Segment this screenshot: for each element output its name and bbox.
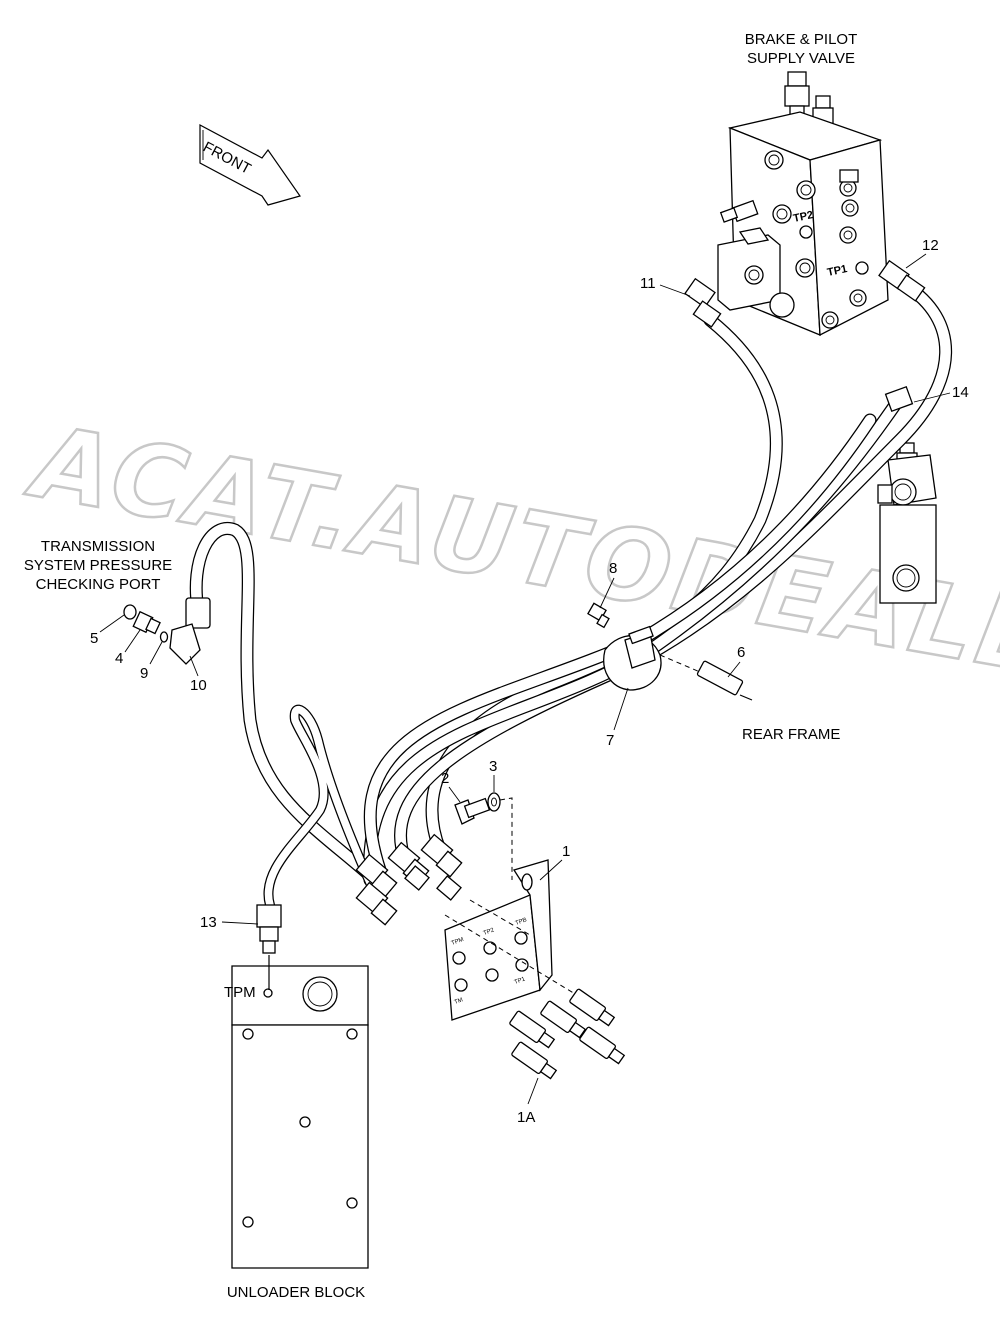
callout-10: 10 bbox=[190, 677, 207, 694]
hose-clamp bbox=[603, 625, 662, 691]
front-label: FRONT bbox=[200, 139, 254, 178]
callout-2: 2 bbox=[441, 770, 449, 787]
callout-6: 6 bbox=[737, 644, 745, 661]
callout-14: 14 bbox=[952, 384, 969, 401]
bracket-port-tm: TM bbox=[454, 997, 464, 1006]
test-port-bracket: TPM TP2 TPB TM TP1 bbox=[444, 859, 586, 1021]
transmission-label-line2: SYSTEM PRESSURE bbox=[24, 557, 172, 574]
bolt-8 bbox=[587, 602, 610, 629]
callout-9: 9 bbox=[140, 665, 148, 682]
bolt-2 bbox=[454, 797, 491, 825]
port-fittings bbox=[123, 604, 169, 643]
bracket-port-tp1: TP1 bbox=[514, 976, 527, 986]
callouts: 1 1A 2 3 4 5 6 7 8 9 10 11 12 bbox=[90, 237, 969, 1126]
callout-13: 13 bbox=[200, 914, 217, 931]
valve-port-tp2: TP2 bbox=[792, 209, 814, 225]
bracket-port-tpm: TPM bbox=[451, 937, 465, 947]
callout-7: 7 bbox=[606, 732, 614, 749]
bracket-port-tp2: TP2 bbox=[483, 927, 496, 937]
washer-3 bbox=[487, 792, 513, 880]
transmission-label-line1: TRANSMISSION bbox=[41, 538, 155, 555]
callout-1a: 1A bbox=[517, 1109, 535, 1126]
callout-4: 4 bbox=[115, 650, 123, 667]
brake-pilot-supply-valve: BRAKE & PILOT SUPPLY VALVE TP2 TP1 bbox=[717, 31, 889, 337]
front-arrow-icon: FRONT bbox=[199, 124, 301, 206]
valve-title-line1: BRAKE & PILOT bbox=[745, 31, 858, 48]
tpm-label: TPM bbox=[224, 984, 256, 1001]
callout-8: 8 bbox=[609, 560, 617, 577]
callout-1: 1 bbox=[562, 843, 570, 860]
hose-bundle bbox=[189, 278, 953, 910]
valve-title-line2: SUPPLY VALVE bbox=[747, 50, 855, 67]
callout-12: 12 bbox=[922, 237, 939, 254]
callout-5: 5 bbox=[90, 630, 98, 647]
check-valve-block bbox=[877, 442, 937, 604]
transmission-port-label: TRANSMISSION SYSTEM PRESSURE CHECKING PO… bbox=[24, 538, 172, 593]
unloader-block: TPM UNLOADER BLOCK bbox=[224, 955, 369, 1301]
valve-port-tp1: TP1 bbox=[826, 263, 848, 279]
rear-frame-label: REAR FRAME bbox=[742, 726, 840, 743]
callout-11: 11 bbox=[640, 275, 656, 292]
bracket-port-tpb: TPB bbox=[515, 917, 528, 927]
test-couplings bbox=[509, 988, 626, 1080]
hose-fittings bbox=[169, 259, 926, 954]
spacer-6 bbox=[659, 654, 753, 701]
unloader-block-label: UNLOADER BLOCK bbox=[227, 1284, 365, 1301]
callout-3: 3 bbox=[489, 758, 497, 775]
transmission-label-line3: CHECKING PORT bbox=[36, 576, 161, 593]
